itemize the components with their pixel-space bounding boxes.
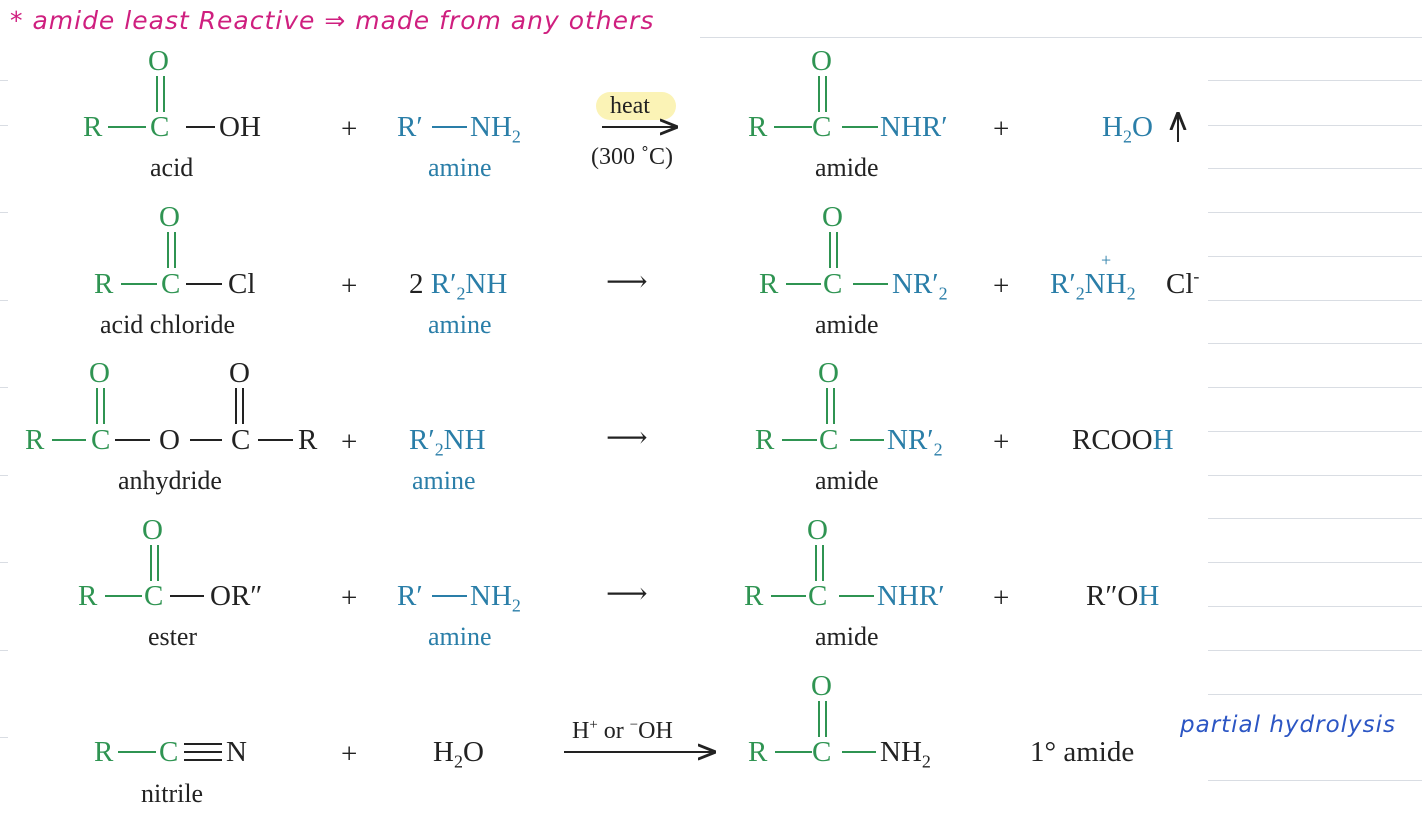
product-nh2: NH2 [880,736,931,772]
byproduct-carboxylic-acid: RCOOH [1072,424,1174,456]
product-nr2: NR′2 [892,268,948,304]
reactant-label: ester [148,622,198,651]
r-group: R [78,580,98,612]
product-carbonyl-oxygen: O [822,201,843,233]
amine-label: amine [428,310,492,339]
product-carbonyl-oxygen: O [818,357,839,389]
product-carbonyl-carbon: C [823,268,843,300]
r-group: R [94,736,114,768]
heat-highlight [596,92,676,120]
amine-r-group: R′ [397,111,423,143]
plus-sign: + [341,582,358,614]
reactant-label: anhydride [118,466,222,495]
product-nhr: NHR′ [880,111,948,143]
condition-acid-or-base: H+ or −OH [572,717,673,744]
product-r-group: R [755,424,775,456]
plus-sign: + [993,582,1010,614]
reactant-label: nitrile [141,779,204,808]
product-nhr: NHR′ [877,580,945,612]
r-group-2: R [298,424,318,456]
product-nr2: NR′2 [887,424,943,460]
product-r-group: R [744,580,764,612]
amine-label: amine [428,622,492,651]
product-label: amide [815,310,879,339]
carbonyl-oxygen-2: O [229,357,250,389]
byproduct-alcohol: R″OH [1086,580,1160,612]
nitrile-nitrogen: N [226,736,247,768]
chloride: Cl [228,268,256,300]
product-carbonyl-oxygen: O [807,514,828,546]
carbonyl-carbon: C [150,111,170,143]
product-carbonyl-oxygen: O [811,45,832,77]
product-label: amide [815,153,879,182]
amine-r-group: R′ [397,580,423,612]
byproduct-water: H2O [1102,111,1153,147]
plus-sign: + [341,113,358,145]
primary-amide-label: 1° amide [1030,736,1135,768]
carbonyl-carbon: C [91,424,111,456]
reaction-arrow: ⟶ [606,422,648,454]
carbonyl-oxygen: O [148,45,169,77]
plus-sign: + [341,426,358,458]
product-carbonyl-carbon: C [819,424,839,456]
reactant-label: acid [150,153,194,182]
acid-hydroxyl: OH [219,111,261,143]
r-group: R [83,111,103,143]
carbonyl-oxygen: O [159,201,180,233]
amine-secondary: R′2NH [409,424,486,460]
reactant-label: acid chloride [100,310,235,339]
ester-alkoxy: OR″ [210,580,263,612]
product-carbonyl-carbon: C [812,111,832,143]
condition-heat: heat [610,93,650,119]
plus-sign: + [993,113,1010,145]
r-group: R [94,268,114,300]
carbonyl-oxygen: O [142,514,163,546]
amine-label: amine [412,466,476,495]
water-reactant: H2O [433,736,484,772]
product-r-group: R [748,736,768,768]
carbonyl-carbon: C [161,268,181,300]
amine-nh2: NH2 [470,580,521,616]
nitrile-carbon: C [159,736,179,768]
amine-secondary: 2 R′2NH [409,268,508,304]
plus-sign: + [341,738,358,770]
product-r-group: R [759,268,779,300]
handwritten-note-partial-hydrolysis: partial hydrolysis [1180,712,1397,738]
product-carbonyl-carbon: C [808,580,828,612]
condition-temperature: (300 ˚C) [591,144,673,170]
byproduct-ammonium: R′2NH2 [1050,268,1136,304]
plus-sign: + [341,270,358,302]
handwritten-note-top: * amide least Reactive ⇒ made from any o… [10,6,655,35]
ammonium-charge: + [1101,250,1112,270]
amine-nh2: NH2 [470,111,521,147]
carbonyl-oxygen: O [89,357,110,389]
carbonyl-carbon: C [144,580,164,612]
product-carbonyl-carbon: C [812,736,832,768]
chloride-ion: Cl- [1166,266,1200,300]
product-label: amide [815,466,879,495]
r-group: R [25,424,45,456]
amine-label: amine [428,153,492,182]
plus-sign: + [993,426,1010,458]
carbonyl-carbon-2: C [231,424,251,456]
product-label: amide [815,622,879,651]
reaction-arrow: ⟶ [606,266,648,298]
product-carbonyl-oxygen: O [811,670,832,702]
plus-sign: + [993,270,1010,302]
bridging-oxygen: O [159,424,180,456]
reaction-arrow: ⟶ [606,578,648,610]
product-r-group: R [748,111,768,143]
